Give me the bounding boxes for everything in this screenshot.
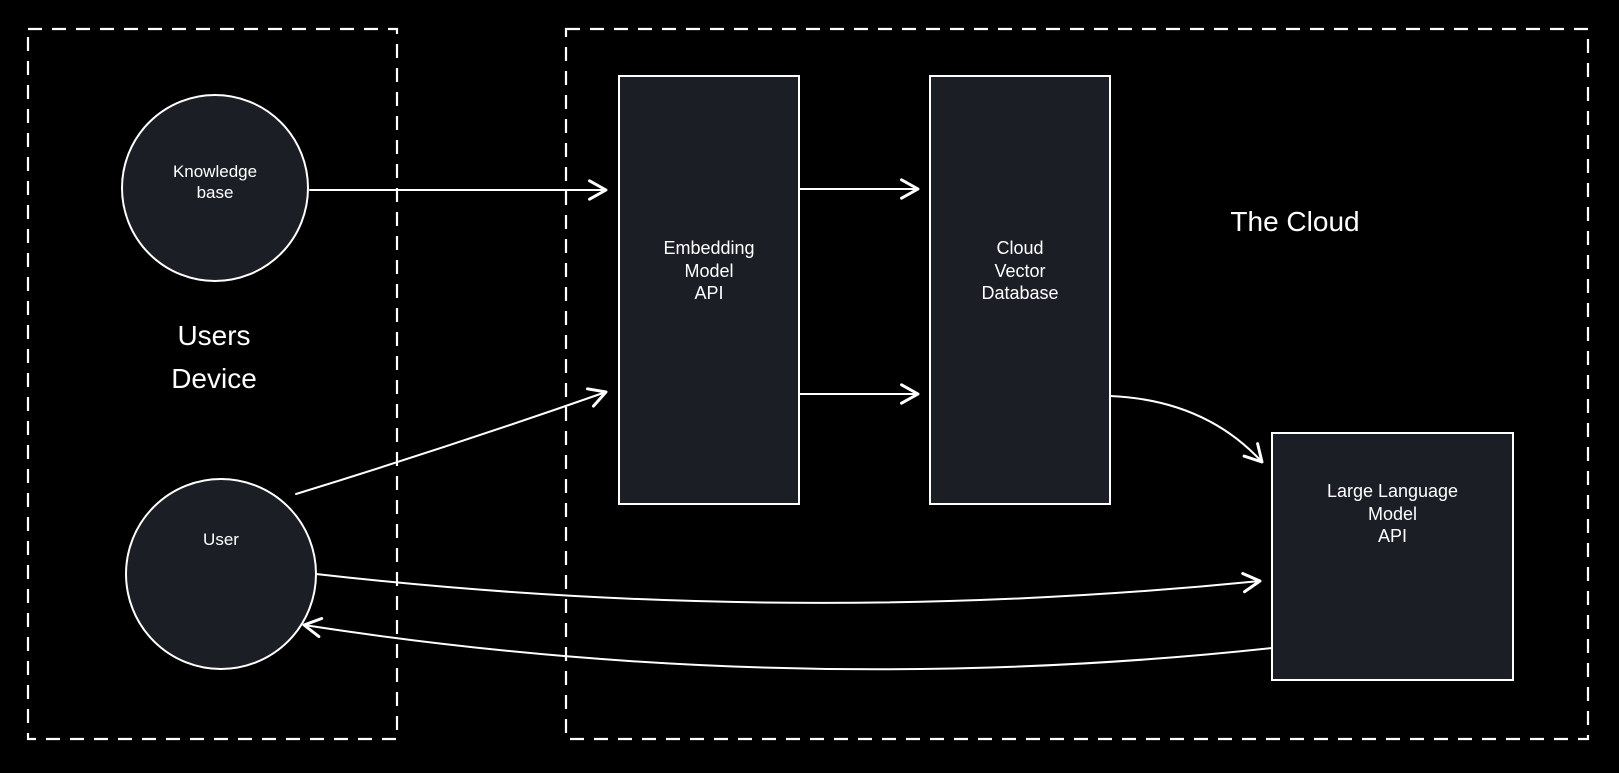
edge-user-to-llm bbox=[315, 572, 1262, 604]
node-knowledge-base[interactable] bbox=[121, 94, 309, 282]
node-cloud-vector-database[interactable] bbox=[929, 75, 1111, 505]
node-large-language-model-api[interactable] bbox=[1271, 432, 1514, 681]
edge-user-to-embedding bbox=[295, 387, 608, 495]
node-embedding-model-api[interactable] bbox=[618, 75, 800, 505]
edge-llm-to-user bbox=[302, 616, 1273, 671]
node-user[interactable] bbox=[125, 478, 317, 670]
group-frame-users-device bbox=[26, 27, 399, 741]
group-frame-the-cloud bbox=[564, 27, 1590, 741]
edge-vector-db-to-llm bbox=[1109, 395, 1264, 464]
